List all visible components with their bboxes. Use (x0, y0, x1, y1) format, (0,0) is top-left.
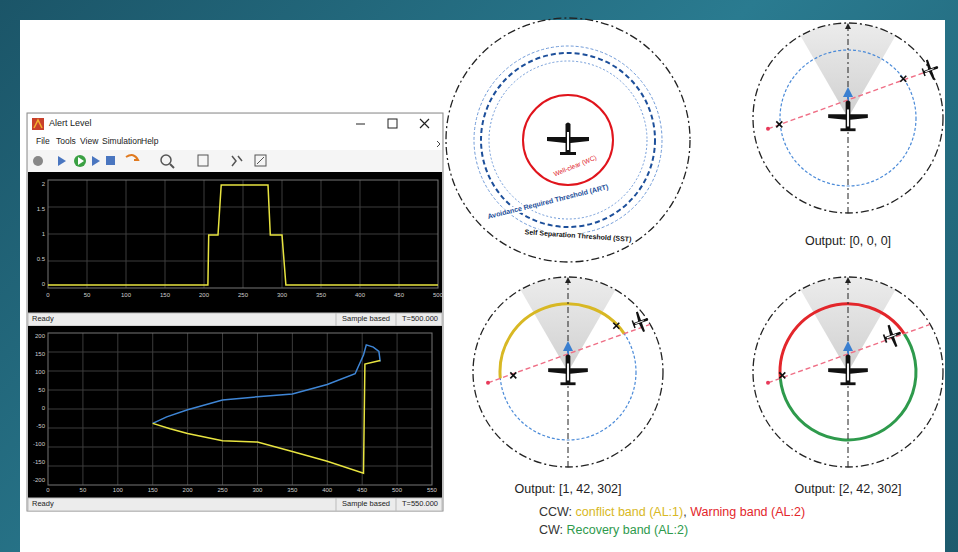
menu-item: View (80, 137, 98, 147)
axis-tick: 400 (355, 292, 365, 299)
axis-tick: -50 (36, 423, 45, 430)
output-label: Output: [0, 0, 0] (805, 234, 891, 248)
axis-tick: 250 (238, 292, 248, 299)
axis-tick: 350 (287, 487, 297, 494)
status-text: Sample based (342, 315, 390, 324)
legend-entry: Warning band (AL:2) (690, 505, 805, 519)
axis-tick: 200 (199, 292, 209, 299)
axis-tick: 300 (252, 487, 262, 494)
axis-tick: 550 (427, 487, 437, 494)
encounter-warning (753, 277, 943, 467)
axis-tick: 200 (35, 333, 45, 340)
window-title: Alert Level (49, 118, 92, 128)
legend-entry: conflict band (AL:1) (576, 505, 684, 519)
legend-entry: Recovery band (AL:2) (566, 523, 688, 537)
axis-tick: 450 (357, 487, 367, 494)
axis-tick: 450 (394, 292, 404, 299)
axis-tick: 1.5 (37, 206, 45, 213)
encounter-no-alert (753, 23, 943, 213)
threshold-label: Self Separation Threshold (SST) (523, 228, 632, 244)
threshold-rings (446, 18, 690, 262)
legend-row: CCW: conflict band (AL:1), Warning band … (539, 505, 805, 520)
menu-item: File (36, 137, 50, 147)
axis-tick: 100 (121, 292, 131, 299)
axis-tick: 0 (42, 281, 45, 288)
axis-tick: 400 (322, 487, 332, 494)
axis-tick: -150 (33, 459, 45, 466)
axis-tick: -100 (33, 441, 45, 448)
axis-tick: 250 (217, 487, 227, 494)
status-text: Sample based (342, 500, 390, 509)
axis-tick: 50 (38, 387, 45, 394)
threshold-label: Well-clear (WC) (552, 154, 597, 178)
threshold-label: Avoidance Required Threshold (ART) (486, 183, 610, 221)
output-label: Output: [2, 42, 302] (794, 482, 901, 496)
scope-window-frame: Alert Level (27, 113, 443, 135)
legend-prefix: CW: (539, 523, 563, 537)
axis-tick: 200 (183, 487, 193, 494)
status-text: T=500.000 (402, 315, 438, 324)
output-label: Output: [1, 42, 302] (514, 482, 621, 496)
menu-item: Tools (56, 137, 76, 147)
axis-tick: -200 (33, 477, 45, 484)
axis-tick: 150 (160, 292, 170, 299)
legend-prefix: CCW: (539, 505, 572, 519)
legend-prefix: , (683, 505, 686, 519)
axis-tick: 500 (433, 292, 443, 299)
axis-tick: 0 (46, 487, 49, 494)
encounter-conflict (473, 277, 663, 467)
legend-row: CW: Recovery band (AL:2) (539, 523, 688, 538)
axis-tick: 150 (35, 351, 45, 358)
axis-tick: 0.5 (37, 256, 45, 263)
axis-tick: 1 (42, 231, 45, 238)
toolbar-icons (33, 155, 266, 168)
axis-tick: 50 (84, 292, 91, 299)
menu-item: Help (141, 137, 158, 147)
axis-tick: 50 (80, 487, 87, 494)
status-text: T=550.000 (402, 500, 438, 509)
axis-tick: 300 (277, 292, 287, 299)
axis-tick: 500 (392, 487, 402, 494)
axis-tick: 150 (148, 487, 158, 494)
axis-tick: 2 (42, 181, 45, 188)
axis-tick: 0 (42, 405, 45, 412)
axis-tick: 100 (35, 369, 45, 376)
axis-tick: 100 (113, 487, 123, 494)
status-text: Ready (32, 500, 54, 509)
menu-item: Simulation (102, 137, 142, 147)
axis-tick: 350 (316, 292, 326, 299)
scope-window (27, 113, 443, 511)
status-text: Ready (32, 315, 54, 324)
axis-tick: 0 (46, 292, 49, 299)
